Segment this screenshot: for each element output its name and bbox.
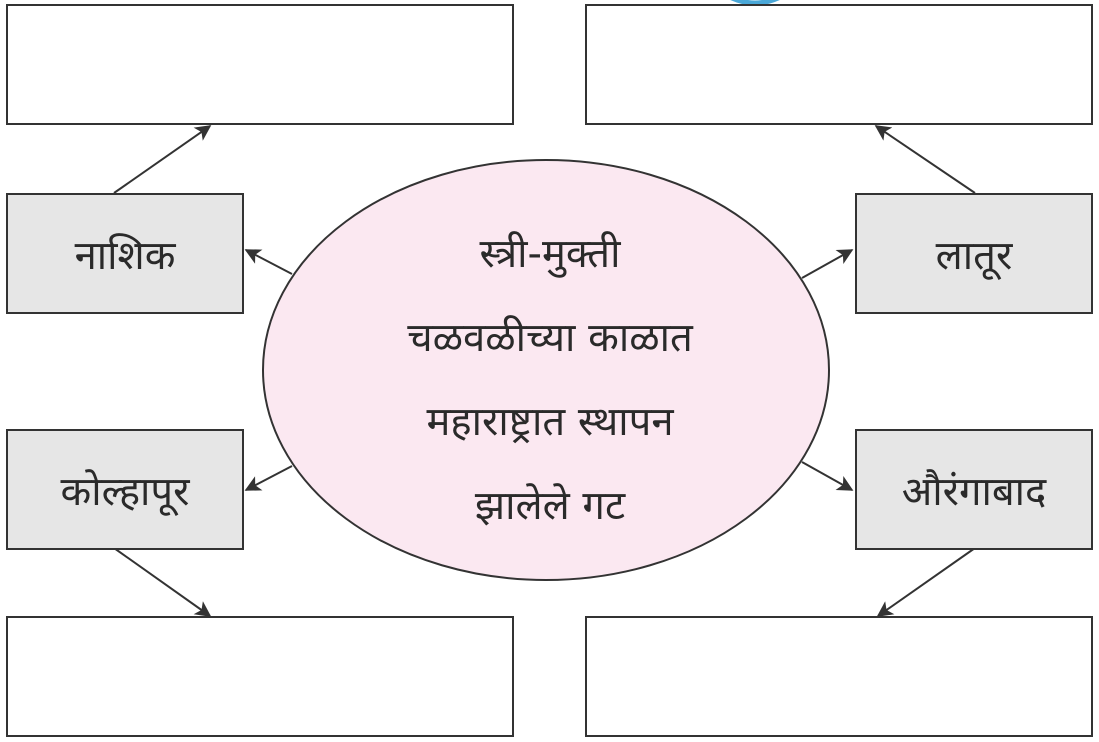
center-heading-line: झालेले गट [474, 483, 626, 529]
city-box-latur: लातूर [855, 193, 1093, 314]
decorative-arc-mark [730, 0, 780, 6]
center-heading-line: चळवळीच्या काळात [407, 315, 693, 361]
center-heading-line: स्त्री-मुक्ती [479, 231, 621, 277]
answer-box-bottom-left[interactable] [6, 616, 514, 737]
city-label-latur: लातूर [935, 233, 1013, 279]
arrow-nashik-to-top-left-box [113, 125, 212, 194]
answer-box-bottom-right[interactable] [585, 616, 1093, 737]
city-box-kolhapur: कोल्हापूर [6, 429, 244, 550]
center-heading: स्त्री-मुक्ती चळवळीच्या काळात महाराष्ट्र… [300, 212, 800, 548]
city-label-kolhapur: कोल्हापूर [60, 469, 190, 515]
center-heading-line: महाराष्ट्रात स्थापन [426, 399, 674, 445]
arrow-center-to-aurangabad [801, 461, 854, 491]
arrow-center-to-nashik [244, 249, 293, 275]
arrow-center-to-kolhapur [244, 465, 293, 491]
arrow-latur-to-top-right-box [874, 125, 976, 194]
answer-box-top-right[interactable] [585, 4, 1093, 125]
city-label-aurangabad: औरंगाबाद [901, 469, 1047, 515]
arrow-center-to-latur [801, 249, 854, 279]
center-ellipse [262, 159, 830, 581]
city-box-aurangabad: औरंगाबाद [855, 429, 1093, 550]
city-box-nashik: नाशिक [6, 193, 244, 314]
arrow-kolhapur-to-bottom-left-box [113, 547, 212, 617]
answer-box-top-left[interactable] [6, 4, 514, 125]
city-label-nashik: नाशिक [74, 233, 176, 279]
arrow-aurangabad-to-bottom-right-box [876, 547, 976, 617]
